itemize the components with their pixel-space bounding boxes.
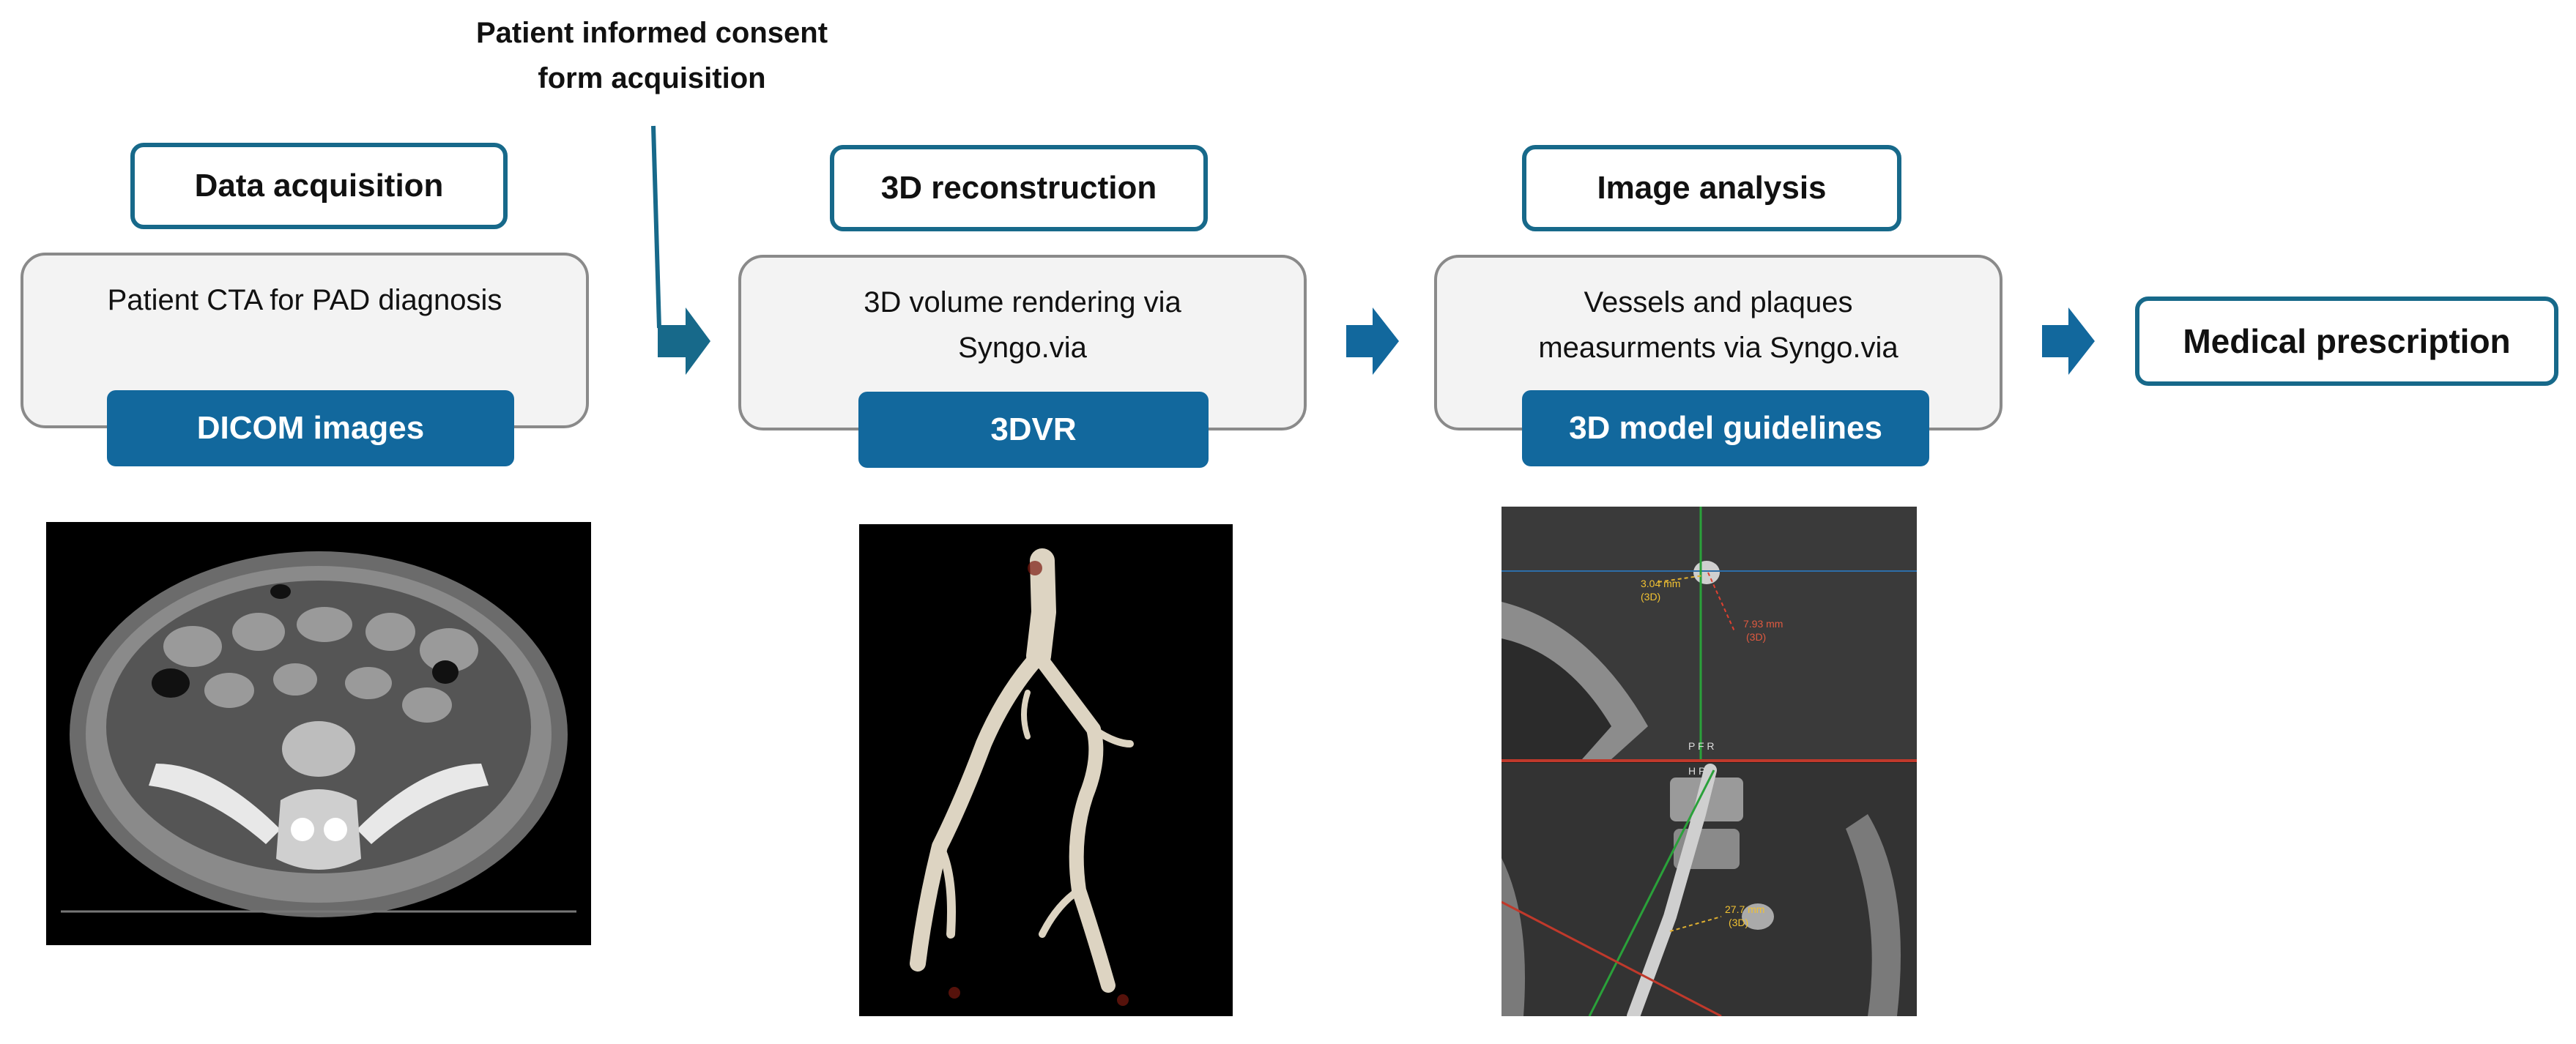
consent-line-1: Patient informed consent [475,17,828,49]
flow-arrow-icon [1346,307,1399,375]
step-1-output: DICOM images [107,390,514,466]
analysis-image: 3.04 mm (3D) 7.93 mm (3D) P F R H P R 27… [1502,507,1917,1016]
measurement-3-sub: (3D) [1729,917,1748,928]
step-1-output-text: DICOM images [196,410,425,446]
measurement-3-label: 27.7 mm [1725,903,1764,915]
step-2-title-text: 3D reconstruction [880,170,1157,206]
step-3-output: 3D model guidelines [1522,390,1929,466]
volume-rendering-image [859,524,1233,1016]
ct-scan-image [46,522,591,945]
step-1-title-text: Data acquisition [194,168,444,204]
step-3-title-text: Image analysis [1597,170,1827,206]
medical-prescription-text: Medical prescription [2183,322,2511,360]
step-3-desc-line-1: Vessels and plaques [1584,286,1853,318]
step-1-desc-line-1: Patient CTA for PAD diagnosis [107,284,502,316]
upper-pane-tag: P F R [1688,740,1715,752]
step-2-output-text: 3DVR [990,411,1077,447]
consent-label: Patient informed consent form acquisitio… [410,10,894,101]
medical-prescription-box: Medical prescription [2135,297,2558,386]
step-2-output: 3DVR [858,392,1209,468]
measurement-1-label: 3.04 mm [1641,578,1680,589]
measurement-1-sub: (3D) [1641,591,1660,603]
measurement-2-label: 7.93 mm [1743,618,1783,630]
consent-line-2: form acquisition [538,62,766,94]
step-2-desc-line-2: Syngo.via [958,332,1087,364]
step-1-title: Data acquisition [130,143,508,229]
step-3-output-text: 3D model guidelines [1569,410,1882,446]
measurement-2-sub: (3D) [1746,631,1766,643]
step-3-title: Image analysis [1522,145,1901,231]
step-3-desc-line-2: measurments via Syngo.via [1538,332,1898,364]
step-2-title: 3D reconstruction [830,145,1208,231]
step-2-desc-line-1: 3D volume rendering via [864,286,1181,318]
flow-arrow-icon [2042,307,2095,375]
